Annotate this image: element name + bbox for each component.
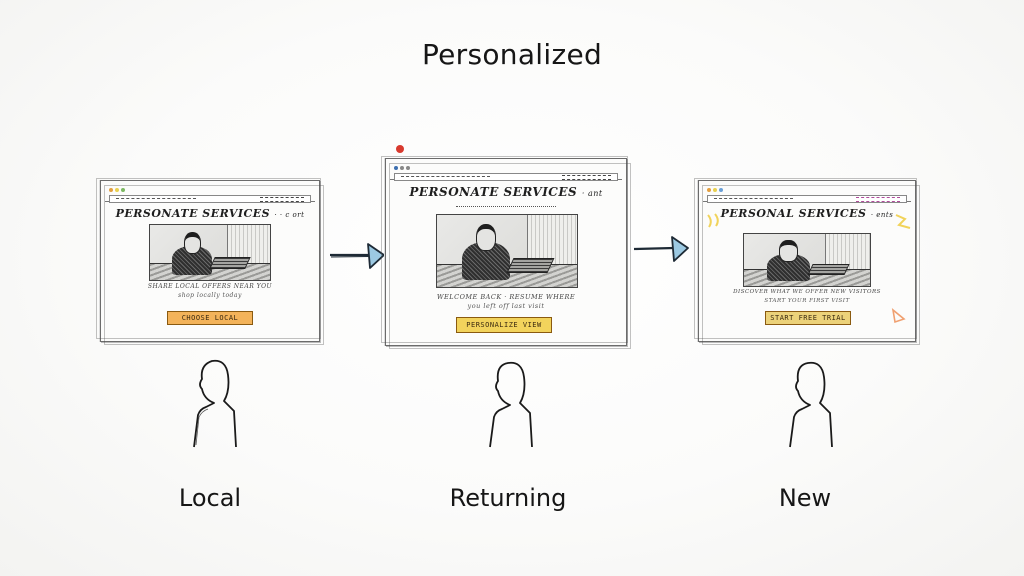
cta-button-returning[interactable]: PERSONALIZE VIEW (456, 317, 552, 333)
cta-button-new[interactable]: START FREE TRIAL (765, 311, 851, 325)
diagram-title: Personalized (421, 38, 603, 71)
person-silhouette-icon (789, 361, 833, 448)
traffic-light-dots-icon (707, 188, 723, 192)
right-arrow-icon (330, 243, 385, 269)
orange-doodle (891, 308, 906, 324)
body-text-line-1: DISCOVER WHAT WE OFFER NEW VISITORS (733, 289, 881, 295)
hero-image-person-at-laptop (743, 233, 871, 287)
traffic-light-dots-icon (394, 166, 410, 170)
browser-toolbar (105, 185, 315, 203)
body-text-line-2: you left off last visit (467, 302, 545, 310)
yellow-doodle-left (707, 213, 719, 228)
hero-image-person-at-laptop (149, 224, 271, 281)
right-arrow-icon (633, 236, 689, 262)
person-silhouette-icon (489, 361, 533, 448)
browser-toolbar (390, 163, 622, 181)
person-silhouette-icon (193, 359, 237, 448)
favicon-red-dot (396, 145, 404, 153)
browser-toolbar (703, 185, 911, 203)
browser-mockup-new: PERSONAL SERVICES · ents DISCOVER WHAT W… (694, 178, 920, 345)
body-text-line-2: shop locally today (178, 292, 242, 299)
cta-button-local[interactable]: CHOOSE LOCAL (167, 311, 253, 325)
label-new: New (778, 484, 832, 512)
label-local: Local (178, 484, 242, 512)
page-headline: PERSONAL SERVICES · ents (720, 207, 894, 220)
address-bar (707, 195, 907, 203)
body-text-line-2: START YOUR FIRST VISIT (764, 298, 850, 304)
body-text-line-1: SHARE LOCAL OFFERS NEAR YOU (147, 283, 273, 290)
hero-image-person-at-laptop (436, 214, 578, 288)
browser-mockup-returning: PERSONATE SERVICES · ant WELCOME BACK · … (381, 145, 631, 349)
traffic-light-dots-icon (109, 188, 125, 192)
yellow-doodle-right (895, 214, 911, 229)
page-headline: PERSONATE SERVICES · ant (409, 185, 603, 199)
body-text-line-1: WELCOME BACK · RESUME WHERE (436, 293, 576, 301)
browser-mockup-local: PERSONATE SERVICES · · c ort SHARE LOCAL… (96, 178, 324, 345)
page-headline: PERSONATE SERVICES · · c ort (115, 207, 305, 220)
address-bar (394, 173, 618, 181)
address-bar (109, 195, 311, 203)
label-returning: Returning (449, 484, 567, 512)
